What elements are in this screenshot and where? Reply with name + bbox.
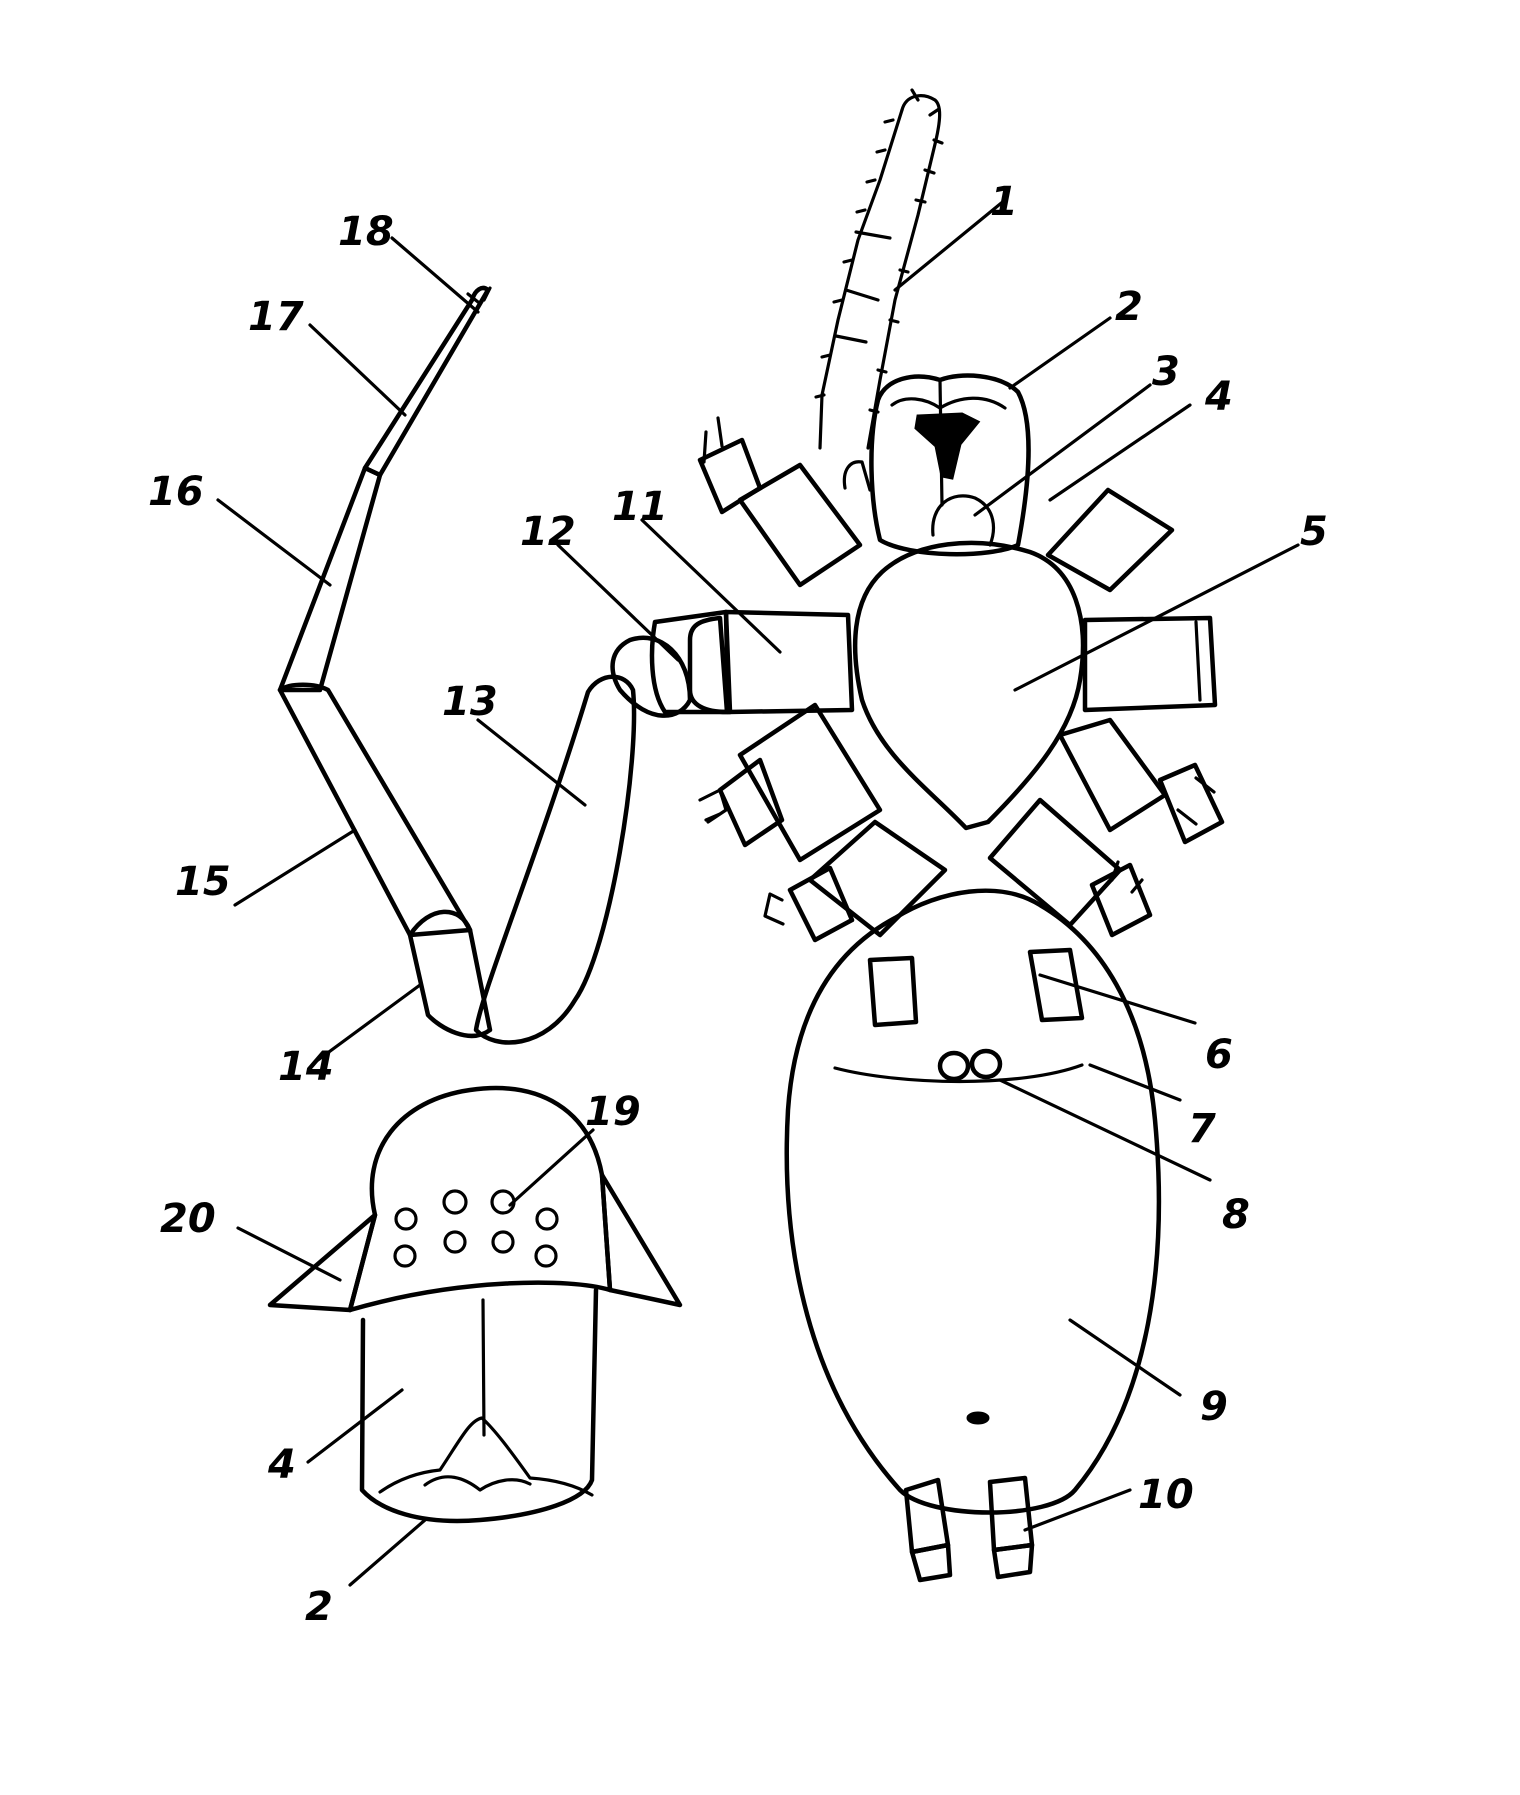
eye <box>534 1244 558 1268</box>
eye <box>490 1189 516 1215</box>
pedipalp <box>814 88 944 450</box>
label-2: 2 <box>1115 284 1143 330</box>
eye <box>535 1207 559 1231</box>
epigyne-left <box>937 1050 971 1082</box>
leg-detail <box>277 285 730 1045</box>
label-12: 12 <box>520 509 576 555</box>
abdomen <box>784 888 1162 1583</box>
label-7: 7 <box>1188 1106 1216 1152</box>
label-17: 17 <box>248 294 304 340</box>
label-3: 3 <box>1152 349 1180 395</box>
label-1: 1 <box>990 179 1018 225</box>
legs-right <box>987 487 1225 938</box>
eye <box>394 1207 418 1231</box>
label-5: 5 <box>1300 509 1328 555</box>
book-lung-right <box>1027 947 1085 1023</box>
label-18: 18 <box>338 209 394 255</box>
label-13: 13 <box>442 679 498 725</box>
label-2-front: 2 <box>305 1584 333 1630</box>
label-6: 6 <box>1205 1032 1233 1078</box>
book-lung-left <box>867 955 919 1028</box>
label-14: 14 <box>278 1044 334 1090</box>
label-15: 15 <box>175 859 231 905</box>
label-16: 16 <box>148 469 204 515</box>
label-8: 8 <box>1222 1192 1250 1238</box>
eye <box>443 1230 467 1254</box>
spinneret-left <box>903 1477 951 1555</box>
anal-tubercle <box>966 1411 990 1425</box>
label-19: 19 <box>585 1089 641 1135</box>
spider-body <box>649 88 1225 1583</box>
label-9: 9 <box>1200 1384 1228 1430</box>
prosoma-front-view <box>267 1085 683 1524</box>
chelicerae <box>842 373 1031 557</box>
label-4-front: 4 <box>267 1442 296 1488</box>
epigyne-right <box>969 1048 1003 1080</box>
eye <box>491 1230 515 1254</box>
legs-left <box>649 416 948 943</box>
sternum <box>852 540 1086 831</box>
epigastric-furrow <box>833 1063 1084 1084</box>
eye <box>393 1244 417 1268</box>
label-10: 10 <box>1138 1472 1194 1518</box>
label-4: 4 <box>1204 374 1233 420</box>
leader-lines <box>216 198 1300 1587</box>
label-11: 11 <box>612 484 668 530</box>
label-20: 20 <box>160 1196 216 1242</box>
eye <box>442 1189 468 1215</box>
number-labels: 1 2 3 4 5 6 7 8 9 10 11 12 13 14 15 16 1… <box>148 179 1328 1630</box>
